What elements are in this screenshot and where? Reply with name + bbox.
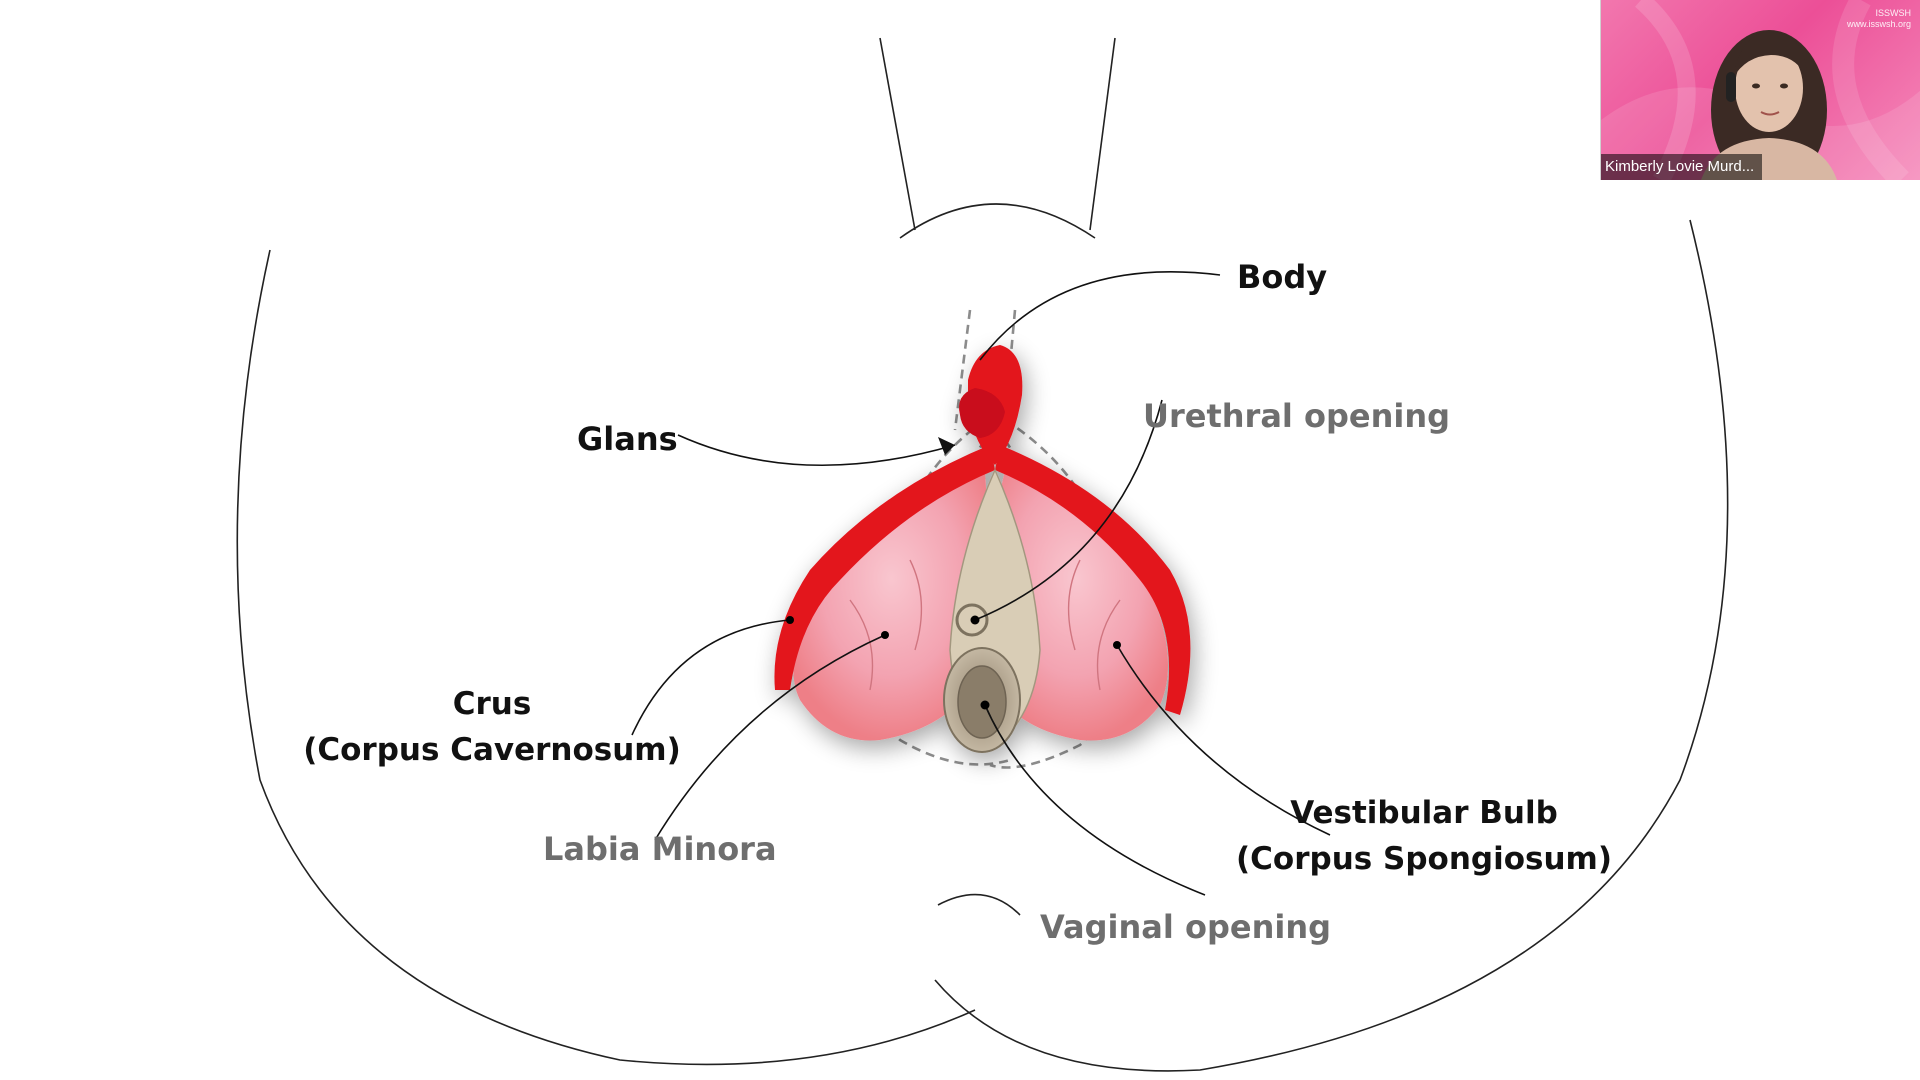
- body-leader: [979, 271, 1221, 361]
- label-crus: Crus: [453, 686, 532, 722]
- participant-name-label: Kimberly Lovie Murd...: [1601, 154, 1763, 180]
- torso-right-line: [1089, 37, 1116, 231]
- pubic-arc: [899, 203, 1096, 239]
- glans-leader: [677, 434, 956, 467]
- label-crus-latin: (Corpus Cavernosum): [303, 732, 681, 768]
- label-body: Body: [1237, 258, 1327, 296]
- label-vaginal-opening: Vaginal opening: [1040, 908, 1331, 946]
- participant-video-feed: [1601, 0, 1920, 180]
- watermark-url: www.isswsh.org: [1846, 19, 1911, 29]
- vestibular-leader: [1116, 644, 1331, 836]
- glans-arrowhead: [938, 437, 955, 455]
- body-outline: [236, 37, 1729, 1072]
- clitoris-illustration: [774, 345, 1191, 753]
- label-urethral-opening: Urethral opening: [1143, 397, 1450, 435]
- clitoris-crus-right: [995, 445, 1191, 715]
- crus-leader: [631, 619, 791, 736]
- right-thigh-outline: [934, 219, 1729, 1072]
- vaginal-leader: [984, 704, 1206, 896]
- anal-arc: [937, 893, 1021, 916]
- label-glans: Glans: [577, 420, 678, 458]
- leader-lines: [631, 271, 1331, 896]
- label-labia-minora: Labia Minora: [543, 830, 777, 868]
- clitoris-glans: [959, 388, 1005, 438]
- vestibular-bulb-left: [793, 470, 990, 741]
- clitoris-crus-left: [774, 445, 995, 690]
- label-vestibular-bulb-latin: (Corpus Spongiosum): [1236, 841, 1612, 877]
- label-vestibular-bulb: Vestibular Bulb: [1290, 795, 1558, 831]
- watermark-title: ISSWSH: [1875, 8, 1911, 18]
- leader-dots: [786, 615, 1121, 710]
- urethral-leader: [974, 399, 1163, 621]
- isswsh-watermark: ISSWSH www.isswsh.org: [1847, 8, 1911, 30]
- participant-video-tile[interactable]: ISSWSH www.isswsh.org Kimberly Lovie Mur…: [1600, 0, 1920, 180]
- labia-leader: [654, 634, 886, 841]
- left-thigh-outline: [236, 249, 976, 1066]
- torso-left-line: [879, 37, 916, 231]
